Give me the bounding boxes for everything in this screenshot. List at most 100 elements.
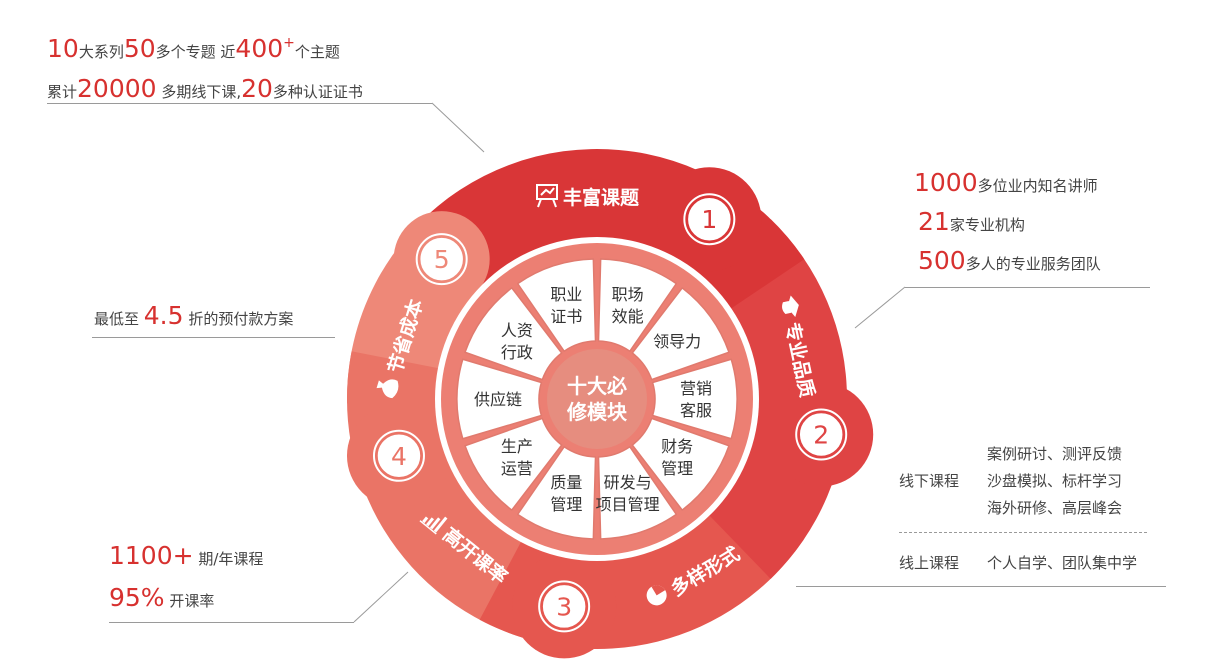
stat-text: 家专业机构 xyxy=(949,216,1025,234)
module-label: 财务 xyxy=(661,437,693,456)
stat-text: 多位业内知名讲师 xyxy=(977,177,1098,195)
stat-text: 最低至 xyxy=(94,310,144,328)
step-number-circle xyxy=(541,583,587,630)
stat-text: 多人的专业服务团队 xyxy=(965,255,1101,273)
stat-text: 期/年课程 xyxy=(193,550,264,568)
module-label: 管理 xyxy=(661,459,693,478)
divider-mid-left xyxy=(92,337,335,338)
module-petal xyxy=(597,258,678,352)
stat-number: 4.5 xyxy=(143,301,184,330)
module-petal xyxy=(464,417,563,511)
center-circle xyxy=(547,349,647,449)
connector-line xyxy=(431,102,485,153)
stats-sessions-line: 1100+ 期/年课程 xyxy=(109,543,263,568)
offline-item: 海外研修、高层峰会 xyxy=(987,499,1123,517)
ring-segment xyxy=(708,219,847,579)
step-number-ring xyxy=(795,408,848,461)
center-title: 十大必 xyxy=(567,374,627,398)
module-label: 行政 xyxy=(501,343,533,362)
presentation-chart-icon xyxy=(536,184,558,208)
step-number: 1 xyxy=(701,205,717,234)
bar-chart-icon xyxy=(419,516,448,535)
center-title: 修模块 xyxy=(566,400,628,424)
step-number-ring xyxy=(415,233,468,286)
module-petal xyxy=(464,287,563,381)
stat-text: 多种认证证书 xyxy=(272,83,363,101)
module-petal xyxy=(651,358,738,440)
module-petal xyxy=(631,417,730,511)
segment-label: 丰富课题 xyxy=(563,186,639,209)
module-label: 效能 xyxy=(612,307,644,326)
module-petals: 职场效能领导力营销客服财务管理研发与项目管理质量管理生产运营供应链人资行政职业证… xyxy=(456,258,738,540)
pie-chart-icon xyxy=(646,585,667,606)
stat-number: 20000 xyxy=(77,74,157,103)
online-item: 个人自学、团队集中学 xyxy=(987,554,1138,572)
stat-number: 50 xyxy=(123,34,156,63)
step-number-circle xyxy=(376,433,422,479)
module-label: 项目管理 xyxy=(596,495,660,514)
stat-number: 21 xyxy=(918,207,950,236)
connector-line xyxy=(353,571,409,623)
divider-bottom-left xyxy=(109,622,354,623)
module-label: 人资 xyxy=(501,321,533,340)
step-number-circle xyxy=(418,236,465,282)
step-number-circle xyxy=(798,411,844,458)
module-label: 质量 xyxy=(550,473,582,492)
connector-line xyxy=(854,286,906,329)
stat-text: 个主题 xyxy=(294,43,340,61)
stats-topics-line: 10大系列50多个专题 近400+个主题 xyxy=(47,36,340,61)
module-label: 证书 xyxy=(550,307,582,326)
offline-label: 线下课程 xyxy=(899,472,960,490)
step-number: 3 xyxy=(556,592,572,621)
stats-team-line: 500多人的专业服务团队 xyxy=(918,248,1101,273)
module-label: 营销 xyxy=(680,379,712,398)
module-label: 研发与 xyxy=(604,473,652,492)
stat-text: 多个专题 近 xyxy=(155,43,236,61)
offline-item: 案例研讨、测评反馈 xyxy=(987,445,1123,463)
module-label: 客服 xyxy=(680,401,712,420)
graduation-cap-icon xyxy=(782,295,799,317)
online-label: 线上课程 xyxy=(899,554,960,572)
module-label: 职场 xyxy=(612,285,644,304)
stats-lecturers-line: 1000多位业内知名讲师 xyxy=(914,170,1098,195)
module-petal xyxy=(516,258,597,352)
module-petal xyxy=(516,446,597,540)
module-petal xyxy=(597,446,678,540)
stats-courses-line: 累计20000 多期线下课,20多种认证证书 xyxy=(47,76,363,101)
stat-number: + xyxy=(283,35,295,51)
stat-number: 1000 xyxy=(914,168,978,197)
module-label: 生产 xyxy=(501,437,533,456)
step-number-ring xyxy=(683,193,736,246)
segment-label-group: 丰富课题 xyxy=(536,184,639,209)
step-number: 4 xyxy=(391,442,407,471)
module-label: 职业 xyxy=(550,285,582,304)
stat-number: 20 xyxy=(241,74,273,103)
stats-institutions-line: 21家专业机构 xyxy=(918,209,1025,234)
stat-number: 1100+ xyxy=(109,541,194,570)
module-label: 运营 xyxy=(501,459,533,478)
module-petal xyxy=(456,358,543,440)
stats-open-rate-line: 95% 开课率 xyxy=(109,585,214,610)
step-number-ring xyxy=(538,580,591,633)
stat-text: 累计 xyxy=(47,83,78,101)
offline-item: 沙盘模拟、标杆学习 xyxy=(987,472,1123,490)
divider-top-right xyxy=(905,287,1150,288)
stat-number: 95% xyxy=(109,583,165,612)
step-number-circle xyxy=(686,196,733,242)
dotted-divider xyxy=(899,532,1147,533)
module-label: 领导力 xyxy=(653,332,701,351)
money-bag-icon xyxy=(376,379,399,399)
divider-bottom-right xyxy=(796,586,1166,587)
stat-text: 折的预付款方案 xyxy=(183,310,294,328)
divider-top-left xyxy=(47,103,432,104)
step-number-ring xyxy=(372,429,425,482)
stats-discount-line: 最低至 4.5 折的预付款方案 xyxy=(94,303,293,328)
stat-text: 大系列 xyxy=(78,43,124,61)
stat-number: 10 xyxy=(47,34,79,63)
stat-number: 400 xyxy=(235,34,284,63)
stat-text: 开课率 xyxy=(164,592,215,610)
module-label: 管理 xyxy=(550,495,582,514)
stat-number: 500 xyxy=(918,246,966,275)
module-label: 供应链 xyxy=(474,390,522,409)
